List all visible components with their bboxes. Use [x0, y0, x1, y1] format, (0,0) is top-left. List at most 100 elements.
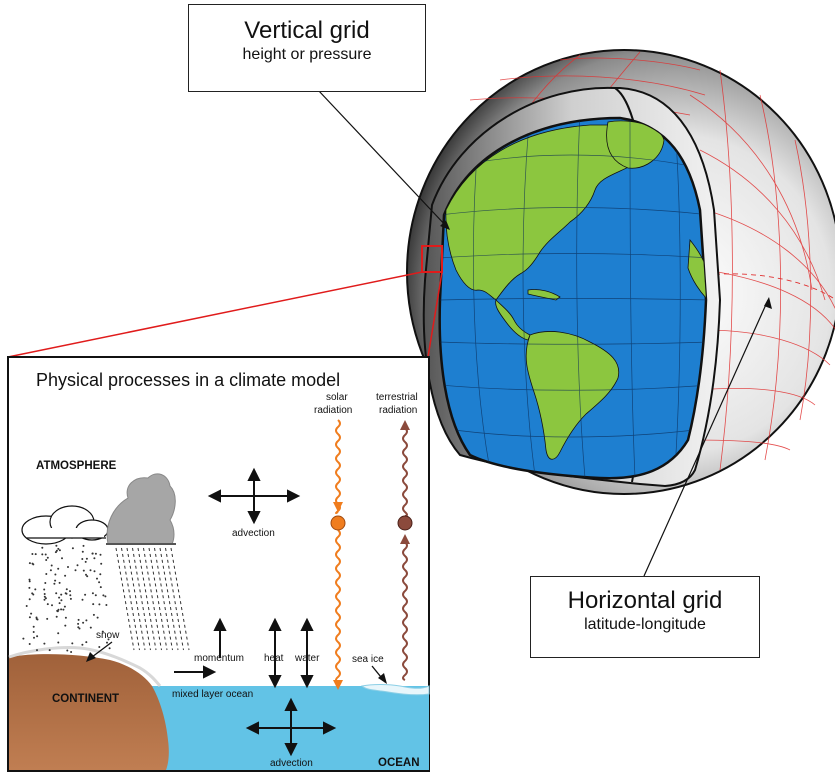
snowflake-dot: [57, 608, 60, 611]
snowflake-dot: [46, 617, 49, 620]
snowflake-dot: [77, 618, 80, 621]
raindrop-line: [148, 547, 168, 651]
storm-cloud: [106, 473, 176, 545]
snowflake-dot: [34, 553, 37, 556]
snowflake-dot: [70, 651, 73, 653]
snowflake-dot: [98, 603, 101, 606]
snowflake-dot: [96, 616, 99, 619]
snowflake-dot: [32, 631, 35, 633]
snowflake-dot: [57, 632, 60, 635]
snowflake-dot: [55, 549, 58, 552]
snowflake-dot: [67, 566, 69, 568]
snowflake-dot: [99, 573, 102, 576]
raindrop-line: [126, 547, 146, 651]
snow-layer: [8, 646, 162, 687]
raindrop-line: [121, 547, 140, 651]
vertical-grid-subtitle: height or pressure: [242, 46, 372, 63]
advection-ocean-label: advection: [270, 758, 313, 769]
snowflake-dot: [60, 608, 63, 611]
vertical-grid-callout: Vertical grid height or pressure: [188, 4, 426, 92]
water-label: water: [294, 653, 320, 664]
sea-ice: [360, 684, 430, 696]
snowflake-dot: [60, 599, 63, 602]
zoom-line-top: [7, 271, 423, 358]
africa-edge: [687, 238, 706, 301]
snowflake-dot: [28, 598, 31, 601]
snowflake-dot: [82, 544, 85, 547]
solar-radiation-label-2: radiation: [314, 405, 352, 416]
snowflake-dot: [35, 616, 38, 619]
inset-panel: Physical processes in a climate model AT…: [7, 356, 430, 772]
vertical-grid-title: Vertical grid: [244, 17, 370, 44]
land-masses: [439, 118, 706, 479]
snowflake-dot: [58, 549, 61, 552]
snowflake-dot: [53, 582, 56, 585]
equator-dashed-line: [705, 273, 835, 300]
ocean-advection-arrows: [245, 697, 337, 757]
snowflake-dot: [36, 635, 39, 638]
snowflake-dot: [43, 588, 46, 591]
snowflake-dot: [41, 546, 44, 549]
horizontal-grid-arrowhead: [764, 297, 772, 309]
snowflake-dot: [106, 641, 108, 644]
raindrop-line: [165, 547, 184, 651]
snowflake-dot: [91, 592, 94, 595]
snowflake-dot: [31, 553, 34, 555]
snowflake-dot: [84, 593, 87, 596]
snowflake-dot: [93, 570, 96, 573]
snowfall-dots: [22, 544, 111, 653]
snowflake-dot: [64, 616, 67, 619]
snowflake-dot: [66, 649, 69, 652]
snowflake-dot: [41, 553, 44, 556]
vertical-grid-arrow: [317, 89, 449, 229]
snowflake-dot: [85, 641, 88, 644]
snowflake-dot: [49, 569, 52, 572]
snowflake-dot: [69, 590, 71, 593]
snowflake-dot: [43, 595, 46, 598]
snowflake-dot: [102, 594, 105, 597]
terrestrial-radiation-dot: [397, 515, 413, 531]
cuba: [527, 289, 561, 301]
snowflake-dot: [86, 575, 89, 578]
snowflake-dot: [104, 595, 107, 598]
mixed-layer-ocean-label: mixed layer ocean: [172, 689, 253, 700]
snowflake-dot: [30, 612, 33, 615]
snowflake-dot: [85, 619, 88, 622]
solar-arrowhead-mid: [333, 502, 343, 512]
snow-cloud: [21, 505, 109, 545]
snowflake-dot: [44, 582, 47, 584]
snowflake-dot: [99, 586, 102, 589]
terrestrial-radiation-label-1: terrestrial: [376, 392, 418, 403]
snowflake-dot: [93, 557, 96, 560]
inset-title: Physical processes in a climate model: [36, 370, 340, 390]
snowflake-dot: [61, 557, 63, 560]
snowflake-dot: [58, 596, 61, 599]
snowflake-dot: [98, 646, 101, 648]
snowflake-dot: [81, 598, 84, 601]
ocean-label: OCEAN: [378, 757, 420, 769]
globe: [406, 49, 835, 495]
horizontal-grid-subtitle: latitude-longitude: [584, 616, 706, 633]
snow-pointer-head: [86, 652, 96, 662]
snowflake-dot: [71, 547, 74, 550]
terrestrial-radiation-label-2: radiation: [379, 405, 417, 416]
raindrop-line: [115, 547, 135, 651]
snowflake-dot: [91, 552, 94, 555]
snowflake-dot: [85, 573, 87, 576]
snowflake-dot: [92, 603, 95, 606]
snowflake-dot: [44, 597, 47, 600]
horizontal-grid-title: Horizontal grid: [567, 587, 723, 614]
snowflake-dot: [28, 580, 31, 583]
snowflake-dot: [94, 594, 97, 597]
snowflake-dot: [28, 643, 31, 645]
heat-label: heat: [264, 653, 284, 664]
horizontal-grid-arrow: [643, 299, 769, 577]
raindrop-line: [137, 547, 157, 651]
snowflake-dot: [57, 567, 60, 570]
momentum-label: momentum: [194, 653, 244, 664]
terrestrial-arrowhead-mid: [400, 534, 410, 544]
snowflake-dot: [55, 615, 58, 618]
snowflake-dot: [28, 616, 31, 619]
snowflake-dot: [45, 573, 48, 575]
